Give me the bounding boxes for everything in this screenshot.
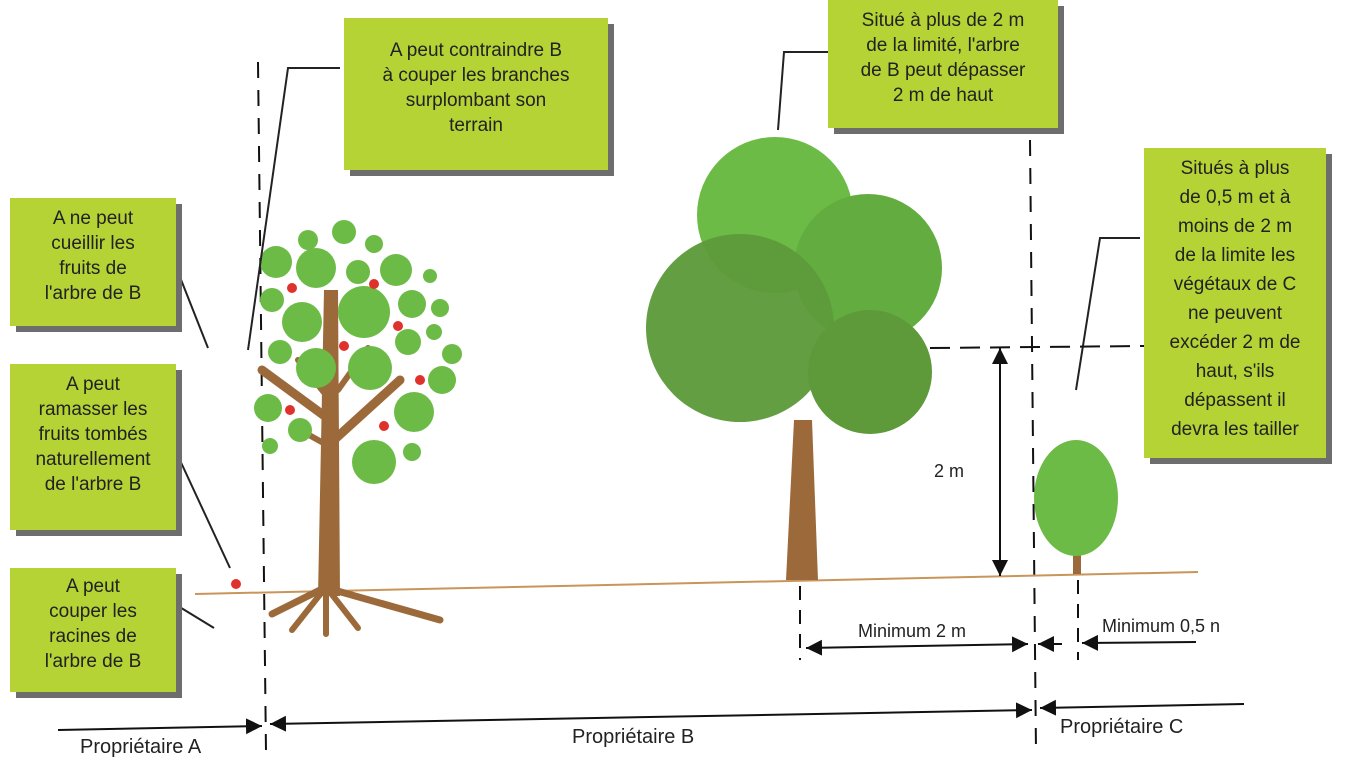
owner-a-label: Propriétaire A bbox=[80, 736, 202, 758]
owner-c-arrow bbox=[1039, 699, 1245, 716]
min-05m-arrow-right bbox=[1081, 634, 1197, 651]
callout-contraindre: A peut contraindre B à couper les branch… bbox=[344, 18, 608, 170]
min-2m-label: Minimum 2 m bbox=[858, 621, 967, 641]
height-label: 2 m bbox=[934, 461, 965, 481]
height-2m-dashed-line bbox=[929, 345, 1146, 349]
ground-line bbox=[194, 571, 1199, 595]
callout-situe-2m: Situé à plus de 2 m de la limité, l'arbr… bbox=[828, 0, 1058, 128]
callout-racines: A peut couper les racines de l'arbre de … bbox=[10, 568, 176, 692]
shrub-c bbox=[1034, 440, 1118, 574]
boundary-line-bc bbox=[1029, 139, 1037, 753]
owner-b-label: Propriétaire B bbox=[572, 726, 695, 748]
large-tree-b bbox=[646, 137, 942, 580]
callout-cueillir: A ne peut cueillir les fruits de l'arbre… bbox=[10, 198, 176, 326]
owner-c-label: Propriétaire C bbox=[1060, 716, 1184, 738]
min-2m-arrow bbox=[805, 636, 1029, 656]
callout-ramasser: A peut ramasser les fruits tombés nature… bbox=[10, 364, 176, 530]
callout-vegetaux-c: Situés à plus de 0,5 m et à moins de 2 m… bbox=[1144, 148, 1326, 458]
owner-a-arrow bbox=[57, 718, 263, 735]
min-05m-label: Minimum 0,5 n bbox=[1102, 616, 1221, 636]
fruit-tree bbox=[231, 220, 462, 637]
owner-b-arrow bbox=[269, 702, 1033, 732]
leader-lines bbox=[177, 51, 1140, 629]
